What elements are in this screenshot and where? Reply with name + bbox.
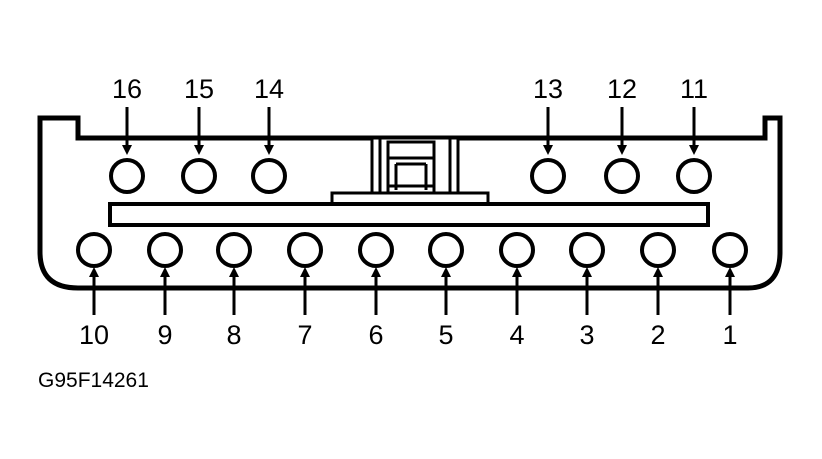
pin-label-6: 6 xyxy=(368,320,383,350)
bottom-row-pins: 10 9 8 7 6 5 4 3 2 1 xyxy=(76,232,748,350)
pin-socket-11 xyxy=(676,158,712,194)
pin-1: 1 xyxy=(712,232,748,350)
pin-11: 11 xyxy=(676,74,712,194)
pin-label-10: 10 xyxy=(79,320,109,350)
pin-socket-4 xyxy=(499,232,535,268)
pin-socket-6 xyxy=(358,232,394,268)
pin-6: 6 xyxy=(358,232,394,350)
pin-socket-3 xyxy=(569,232,605,268)
top-row-pins: 16 15 14 13 12 11 xyxy=(109,74,712,194)
pin-15: 15 xyxy=(181,74,217,194)
pin-socket-1 xyxy=(712,232,748,268)
pin-socket-13 xyxy=(530,158,566,194)
pin-socket-12 xyxy=(604,158,640,194)
pin-label-3: 3 xyxy=(579,320,594,350)
pin-16: 16 xyxy=(109,74,145,194)
pin-7: 7 xyxy=(287,232,323,350)
pin-5: 5 xyxy=(428,232,464,350)
pin-socket-16 xyxy=(109,158,145,194)
pin-label-7: 7 xyxy=(297,320,312,350)
pin-9: 9 xyxy=(147,232,183,350)
pin-label-12: 12 xyxy=(607,74,637,104)
pin-socket-2 xyxy=(640,232,676,268)
pin-socket-8 xyxy=(216,232,252,268)
pin-label-5: 5 xyxy=(438,320,453,350)
pin-socket-9 xyxy=(147,232,183,268)
pin-label-8: 8 xyxy=(226,320,241,350)
pin-4: 4 xyxy=(499,232,535,350)
pin-label-1: 1 xyxy=(722,320,737,350)
pin-3: 3 xyxy=(569,232,605,350)
pin-12: 12 xyxy=(604,74,640,194)
center-rail xyxy=(108,202,710,227)
pin-14: 14 xyxy=(251,74,287,194)
pin-label-13: 13 xyxy=(533,74,563,104)
pin-label-2: 2 xyxy=(650,320,665,350)
pin-label-9: 9 xyxy=(157,320,172,350)
pin-socket-5 xyxy=(428,232,464,268)
pin-8: 8 xyxy=(216,232,252,350)
pin-label-14: 14 xyxy=(254,74,284,104)
pin-label-11: 11 xyxy=(680,74,708,104)
connector-housing xyxy=(37,115,783,291)
pin-13: 13 xyxy=(530,74,566,194)
pin-socket-7 xyxy=(287,232,323,268)
figure-code: G95F14261 xyxy=(38,369,149,392)
pin-10: 10 xyxy=(76,232,112,350)
pin-label-16: 16 xyxy=(112,74,142,104)
pin-socket-14 xyxy=(251,158,287,194)
pin-2: 2 xyxy=(640,232,676,350)
pin-socket-10 xyxy=(76,232,112,268)
pin-socket-15 xyxy=(181,158,217,194)
pin-label-15: 15 xyxy=(184,74,214,104)
pin-label-4: 4 xyxy=(509,320,524,350)
